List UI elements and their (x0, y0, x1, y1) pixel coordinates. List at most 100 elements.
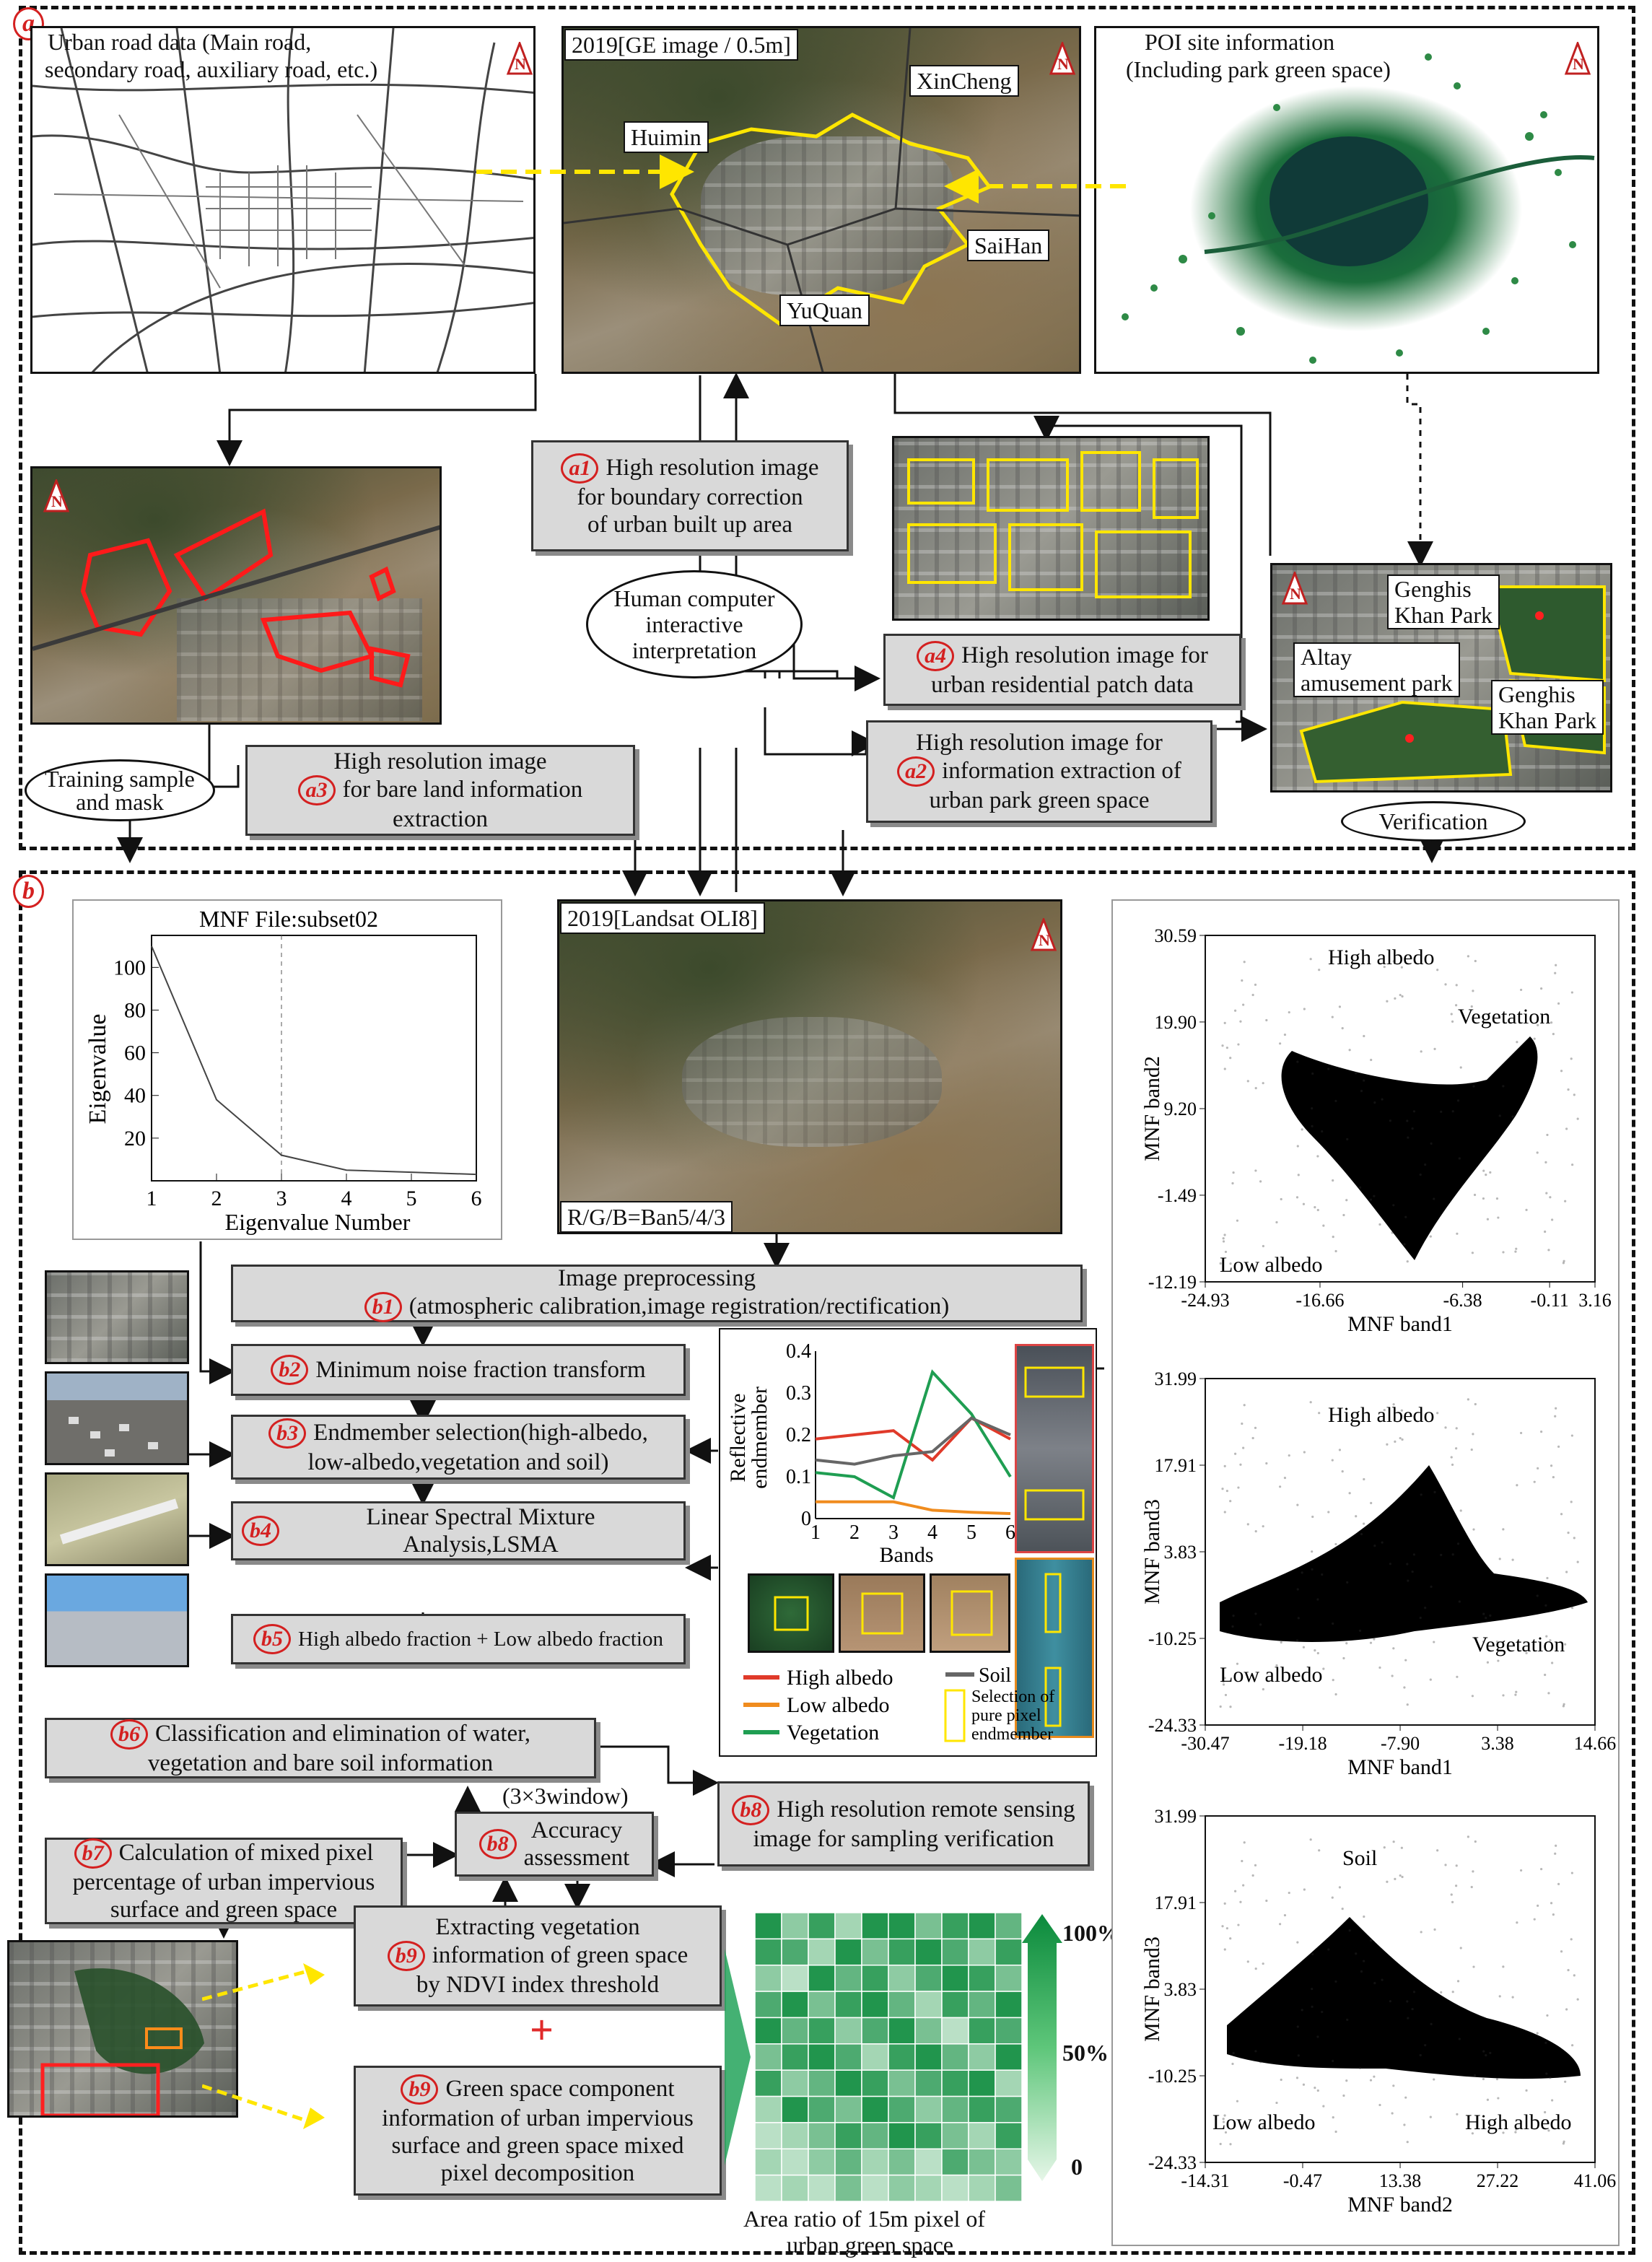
scatter-outlier-point (1265, 1018, 1268, 1022)
scatter-outlier-point (1373, 1545, 1376, 1547)
grid-cell (968, 2122, 996, 2150)
scatter-outlier-point (1355, 1952, 1358, 1955)
scatter-outlier-point (1259, 2061, 1262, 2064)
scatter-outlier-point (1316, 1598, 1319, 1601)
grid-cell (914, 1964, 943, 1992)
scatter-outlier-point (1489, 1614, 1492, 1617)
scatter-outlier-point (1470, 1448, 1473, 1451)
scatter-outlier-point (1322, 1667, 1325, 1670)
grid-cell (968, 2148, 996, 2176)
panel-a (19, 6, 1635, 850)
grid-cell (808, 2148, 836, 2176)
scatter-outlier-point (1516, 1484, 1518, 1487)
scatter-outlier-point (1322, 1224, 1325, 1227)
scatter-outlier-point (1275, 1220, 1278, 1224)
legend-selection-1: Selection of (971, 1687, 1054, 1706)
scatter-outlier-point (1279, 1923, 1282, 1926)
bare-land-image (30, 466, 442, 725)
grid-cell (995, 1991, 1023, 2019)
scatter-outlier-point (1241, 1859, 1244, 1863)
scatter-outlier-point (1219, 2142, 1222, 2146)
scatter-outlier-point (1279, 1042, 1282, 1045)
scatter-outlier-point (1552, 1033, 1555, 1036)
grid-cell (914, 2017, 943, 2045)
mnf-y-tick-label: 60 (124, 1042, 146, 1065)
scatter-outlier-point (1555, 964, 1557, 966)
svg-text:N: N (1290, 585, 1301, 603)
endmember-x-tick-label: 1 (810, 1521, 821, 1544)
scatter-outlier-point (1229, 1937, 1232, 1940)
scatter-outlier-point (1239, 1463, 1242, 1466)
scatter-outlier-point (1363, 1960, 1365, 1962)
scatter-outlier-point (1458, 1157, 1461, 1160)
grid-cell (995, 2069, 1023, 2097)
grid-cell (781, 1991, 809, 2019)
scatter-outlier-point (1302, 2083, 1306, 2086)
grid-cell (995, 2017, 1023, 2045)
step-b6-tag: b6 (110, 1719, 148, 1750)
scatter-outlier-point (1495, 1197, 1499, 1200)
scatter-outlier-point (1474, 959, 1477, 963)
scatter-outlier-point (1295, 1639, 1299, 1642)
poi-map-image (1094, 26, 1599, 374)
north-arrow-icon: N (1048, 40, 1077, 75)
grid-cell (834, 2043, 862, 2071)
scatter-outlier-point (1544, 1161, 1547, 1163)
scatter-annotation: Vegetation (1472, 1633, 1565, 1656)
scatter-outlier-point (1550, 1902, 1553, 1905)
scatter-x-tick-label: -0.11 (1531, 1290, 1569, 1311)
grid-cell (834, 2122, 862, 2150)
grid-cell (941, 1938, 969, 1966)
scatter-outlier-point (1239, 1020, 1242, 1023)
scatter-point-cloud (1219, 1398, 1588, 1708)
scatter-outlier-point (1311, 1072, 1314, 1075)
scatter-outlier-point (1222, 2118, 1225, 2121)
scatter-x-tick-label: -19.18 (1279, 1733, 1327, 1754)
scatter-outlier-point (1321, 1130, 1324, 1133)
scatter-outlier-point (1411, 1570, 1414, 1573)
scatter-outlier-point (1545, 1635, 1548, 1638)
scatter-outlier-point (1242, 1884, 1245, 1887)
scatter-outlier-point (1474, 1840, 1477, 1843)
scatter-y-tick-label: 17.91 (1155, 1892, 1197, 1913)
grid-cell (861, 2069, 889, 2097)
district-yuquan: YuQuan (779, 294, 870, 326)
scatter-outlier-point (1242, 1446, 1245, 1449)
scatter-outlier-point (1297, 2054, 1300, 2057)
scatter-outlier-point (1459, 1066, 1462, 1069)
grid-cell (914, 2043, 943, 2071)
scatter-outlier-point (1436, 1412, 1439, 1415)
scatter-outlier-point (1378, 2103, 1381, 2107)
panel-b (19, 870, 1635, 2255)
scatter-outlier-point (1430, 2022, 1433, 2026)
grid-cell (861, 2095, 889, 2123)
scatter-outlier-point (1331, 1896, 1334, 1899)
scatter-outlier-point (1533, 1037, 1536, 1040)
step-b1-box: Image preprocessing b1(atmospheric calib… (231, 1265, 1083, 1322)
scatter-outlier-point (1373, 1638, 1376, 1641)
scatter-outlier-point (1280, 1641, 1282, 1644)
scatter-outlier-point (1389, 1119, 1391, 1122)
scatter-outlier-point (1223, 1233, 1226, 1236)
scatter-outlier-point (1251, 993, 1254, 997)
scatter-outlier-point (1280, 2078, 1282, 2082)
scatter-outlier-point (1331, 1016, 1334, 1018)
scatter-outlier-point (1502, 1528, 1505, 1531)
scatter-outlier-point (1571, 2044, 1574, 2047)
scatter-outlier-point (1392, 1647, 1395, 1650)
legend-selection-3: endmember (971, 1725, 1053, 1744)
scatter-outlier-point (1482, 1640, 1485, 1643)
scatter-outlier-point (1223, 1902, 1226, 1905)
scatter-outlier-point (1557, 1445, 1560, 1448)
scatter-outlier-point (1436, 1849, 1439, 1852)
scatter-y-tick-label: 3.83 (1164, 1979, 1197, 2000)
grid-cell (968, 2069, 996, 2097)
grid-cell (968, 1964, 996, 1992)
scatter-outlier-point (1536, 2032, 1539, 2035)
scatter-outlier-point (1455, 1864, 1458, 1867)
scatter-outlier-point (1358, 1629, 1362, 1632)
scatter-outlier-point (1224, 1250, 1228, 1254)
scatter-outlier-point (1296, 1941, 1299, 1944)
